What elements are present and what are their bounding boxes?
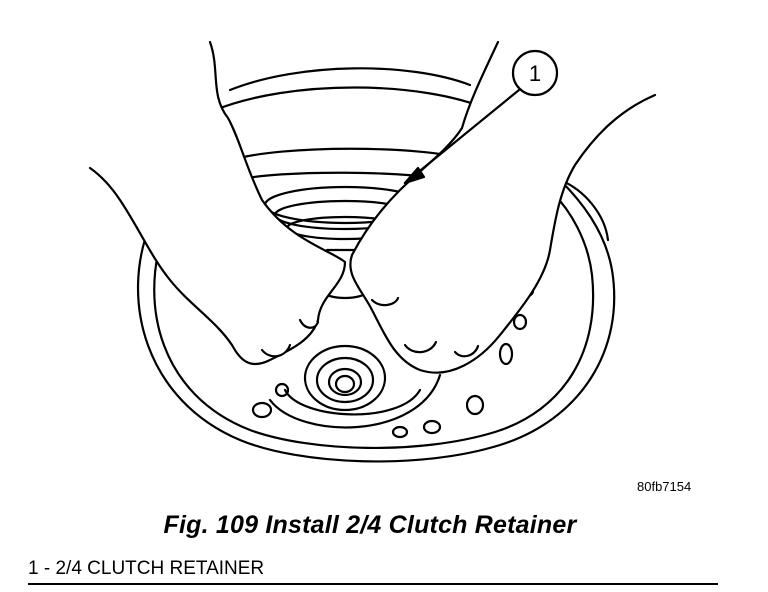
legend-number: 1 bbox=[28, 558, 39, 579]
transmission-case bbox=[137, 67, 616, 463]
clutch-retainer-illustration: 1 bbox=[88, 40, 657, 463]
figure-caption: Fig. 109 Install 2/4 Clutch Retainer bbox=[163, 511, 577, 539]
figure-illustration: 1 bbox=[88, 40, 657, 463]
callout-number: 1 bbox=[529, 61, 541, 86]
legend-divider bbox=[28, 583, 718, 585]
legend-item: 1 - 2/4 CLUTCH RETAINER bbox=[28, 558, 264, 580]
legend-text: 2/4 CLUTCH RETAINER bbox=[55, 558, 265, 579]
callout-1 bbox=[403, 49, 559, 185]
left-hand bbox=[88, 40, 347, 366]
legend-separator: - bbox=[43, 558, 51, 579]
right-hand bbox=[349, 40, 657, 374]
figure-code: 80fb7154 bbox=[637, 479, 692, 494]
